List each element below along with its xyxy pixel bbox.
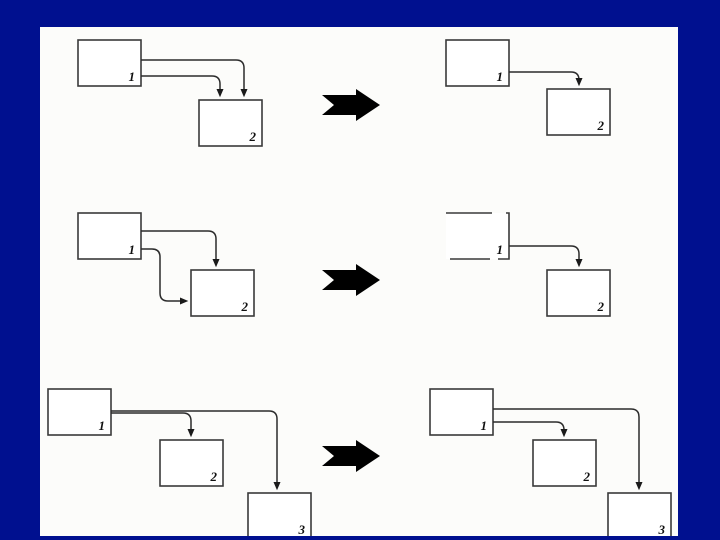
row-2-after-node-1-label: 1 [497, 242, 504, 257]
row-1-after-node-2[interactable] [546, 88, 611, 136]
row-1-before-edge-1-to-2-b [141, 75, 224, 98]
row-1-before-node-1[interactable] [77, 39, 142, 87]
row-1-before-edge-1-to-2-a [141, 59, 248, 98]
row-1-before-node-2-label: 2 [249, 129, 257, 144]
frame-band-bottom [0, 536, 720, 540]
row-2-before-node-1-label: 1 [129, 242, 136, 257]
frame-band-right [678, 0, 720, 540]
row-2-before-node-1[interactable] [77, 212, 142, 260]
row-2-after-edge-1-to-2 [509, 245, 583, 268]
row-2-before-node-2-label: 2 [241, 299, 249, 314]
row-3-before-node-3[interactable] [247, 492, 312, 536]
row-2-after-node-2-label: 2 [597, 299, 605, 314]
row-3-before-node-2-label: 2 [210, 469, 218, 484]
row-3-after-node-3[interactable] [607, 492, 672, 536]
row-3-after-node-2[interactable] [532, 439, 597, 487]
row-2-after-node-1[interactable] [445, 212, 510, 260]
row-3-after-edge-1-to-2 [493, 421, 568, 438]
row-2-before-edge-1-to-2-top [141, 230, 220, 268]
row-2-before-node-2[interactable] [190, 269, 255, 317]
slide-canvas: 1 2 1 2 1 [40, 27, 678, 536]
row-3-before-node-3-label: 3 [298, 522, 306, 536]
row-1-before-node-1-label: 1 [129, 69, 136, 84]
row-3-before-node-2[interactable] [159, 439, 224, 487]
row-3-separator [322, 440, 380, 472]
row-3-after-node-1-label: 1 [481, 418, 488, 433]
row-2-after-panel: 1 2 [445, 212, 611, 317]
block-arrow-right-icon [322, 264, 380, 296]
block-arrow-right-icon [322, 89, 380, 121]
block-arrow-right-icon [322, 440, 380, 472]
row-1-before-panel: 1 2 [77, 39, 263, 147]
row-2-separator [322, 264, 380, 296]
row-3-before-node-1-label: 1 [99, 418, 106, 433]
row-1-after-node-2-label: 2 [597, 118, 605, 133]
row-1-after-node-1[interactable] [445, 39, 510, 87]
row-3-before-edge-1-to-2 [111, 412, 195, 438]
row-3-after-panel: 1 2 3 [429, 388, 672, 536]
diagram-figure: 1 2 1 2 1 [47, 39, 672, 536]
row-3-before-edge-1-to-3 [111, 410, 281, 491]
frame-band-top [0, 0, 720, 27]
row-1-after-panel: 1 2 [445, 39, 611, 136]
frame-band-left [0, 0, 40, 540]
row-3-after-node-2-label: 2 [583, 469, 591, 484]
row-1-after-edge-1-to-2 [509, 71, 583, 87]
row-3-before-panel: 1 2 3 [47, 388, 312, 536]
row-2-after-node-2[interactable] [546, 269, 611, 317]
row-3-after-node-3-label: 3 [658, 522, 666, 536]
row-1-before-node-2[interactable] [198, 99, 263, 147]
row-1-separator [322, 89, 380, 121]
row-3-after-edge-1-to-3 [493, 408, 643, 491]
row-2-before-edge-1-to-2-left [141, 248, 189, 305]
row-3-after-node-1[interactable] [429, 388, 494, 436]
row-2-before-panel: 1 2 [77, 212, 255, 317]
row-1-after-node-1-label: 1 [497, 69, 504, 84]
row-3-before-node-1[interactable] [47, 388, 112, 436]
